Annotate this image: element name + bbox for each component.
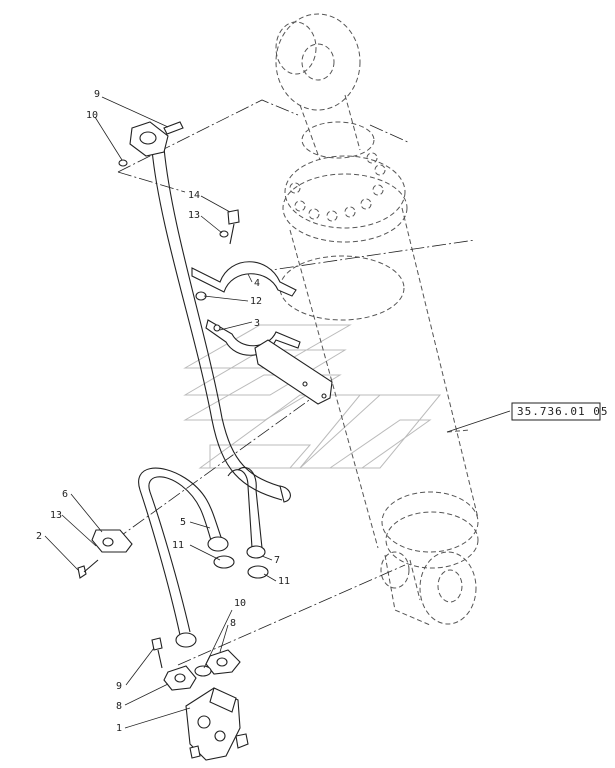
callout-8-left: 8 [116,701,122,712]
callout-1: 1 [116,723,122,734]
leader-lines [44,96,511,729]
callout-13-bottom: 13 [50,510,62,521]
upper-hydraulic-pipe [151,147,291,503]
lower-flange-halves [151,637,241,691]
callout-10-top: 10 [86,110,98,121]
callout-9-bottom: 9 [116,681,122,692]
watermark-logo [183,324,442,469]
top-flange-assembly [118,121,184,167]
assembly-chain-lines [114,99,476,666]
callout-14: 14 [188,190,200,201]
reference-box[interactable]: 35.736.01 05 [511,402,608,421]
callout-7: 7 [274,555,280,566]
callout-2: 2 [36,531,42,542]
reference-code: 35.736.01 05 [517,405,608,418]
callout-8-right: 8 [230,618,236,629]
callout-labels: 9 10 14 13 4 12 3 5 11 7 11 6 13 2 10 8 … [36,89,290,734]
pipe-7 [227,466,266,559]
callout-3: 3 [254,318,260,329]
callout-6: 6 [62,489,68,500]
callout-5: 5 [180,517,186,528]
flange-6-assembly [77,529,133,579]
lower-u-pipe [138,467,229,648]
callout-4: 4 [254,278,260,289]
pipe-clamps [191,209,301,356]
callout-13-top: 13 [188,210,200,221]
valve-block [185,687,249,761]
o-rings [213,555,269,579]
hydraulic-cylinder-outline [275,13,479,626]
callout-11-right: 11 [278,576,290,587]
mounting-bracket [254,339,333,405]
flange-bolts [289,152,386,222]
callout-10-bottom: 10 [234,598,246,609]
callout-9-top: 9 [94,89,100,100]
callout-11-left: 11 [172,540,184,551]
callout-12: 12 [250,296,262,307]
